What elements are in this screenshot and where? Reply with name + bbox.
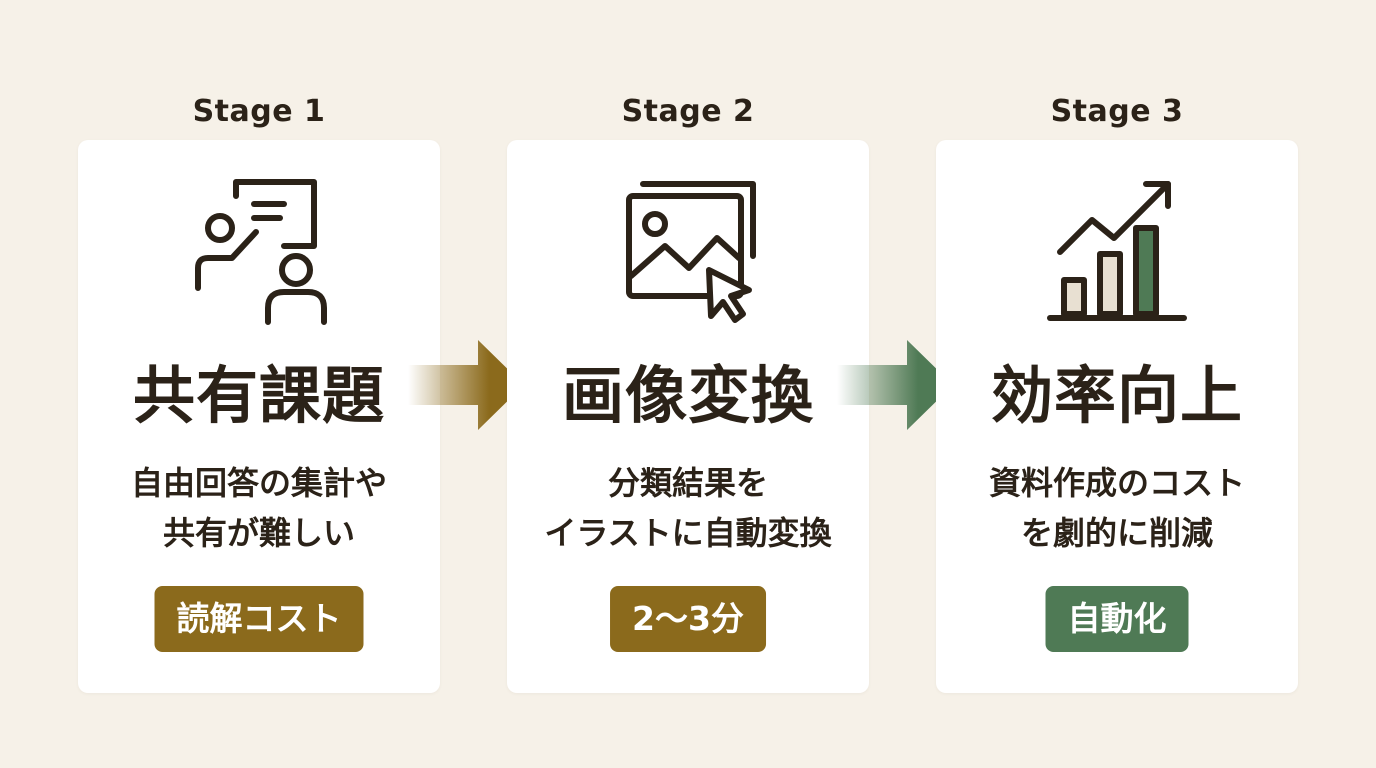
stage-card: 画像変換 分類結果を イラストに自動変換 2〜3分 bbox=[507, 140, 869, 693]
description-line: 共有が難しい bbox=[162, 514, 355, 552]
image-cursor-icon bbox=[613, 176, 763, 326]
stage-badge: 2〜3分 bbox=[610, 586, 766, 652]
stage-description: 分類結果を イラストに自動変換 bbox=[507, 458, 869, 558]
stage-title: 画像変換 bbox=[561, 359, 814, 432]
arrow-right-icon bbox=[837, 340, 953, 430]
stage-description: 自由回答の集計や 共有が難しい bbox=[78, 458, 440, 558]
stage-label: Stage 2 bbox=[621, 94, 755, 129]
presenter-icon bbox=[184, 176, 334, 326]
stage-card: 共有課題 自由回答の集計や 共有が難しい 読解コスト bbox=[78, 140, 440, 693]
description-line: 分類結果を bbox=[607, 464, 768, 502]
arrow-right-icon bbox=[408, 340, 524, 430]
stage-label: Stage 3 bbox=[1050, 94, 1184, 129]
stage-title: 効率向上 bbox=[990, 359, 1243, 432]
description-line: を劇的に削減 bbox=[1020, 514, 1213, 552]
stage-description: 資料作成のコスト を劇的に削減 bbox=[936, 458, 1298, 558]
description-line: 自由回答の集計や bbox=[130, 464, 387, 502]
stage-label: Stage 1 bbox=[192, 94, 326, 129]
description-line: イラストに自動変換 bbox=[544, 514, 832, 552]
flow-arrow-2 bbox=[837, 340, 957, 430]
growth-chart-icon bbox=[1042, 176, 1192, 326]
stage-card: 効率向上 資料作成のコスト を劇的に削減 自動化 bbox=[936, 140, 1298, 693]
stage-title: 共有課題 bbox=[132, 359, 385, 432]
stage-badge: 読解コスト bbox=[154, 586, 364, 652]
description-line: 資料作成のコスト bbox=[988, 464, 1245, 502]
stage-badge: 自動化 bbox=[1045, 586, 1189, 652]
flow-arrow-1 bbox=[408, 340, 528, 430]
